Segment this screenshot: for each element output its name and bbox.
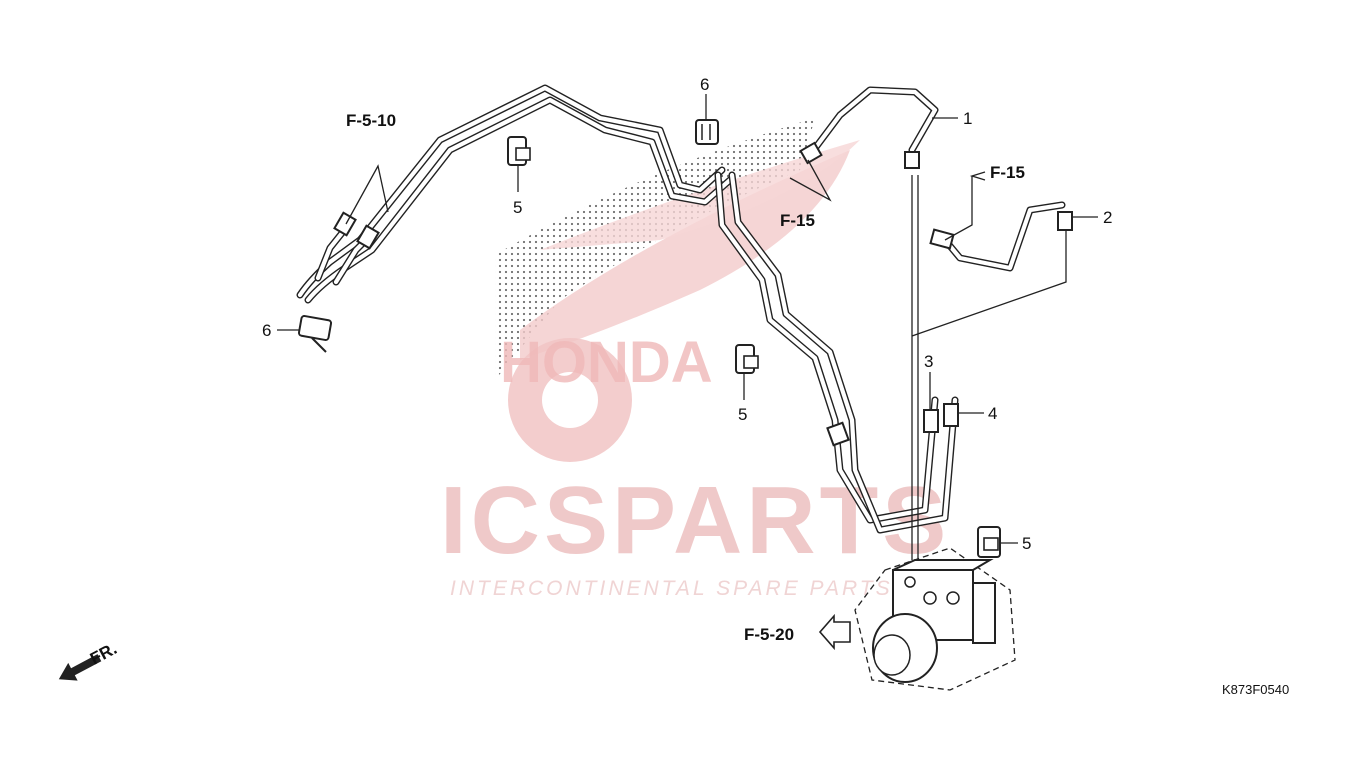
clip-6-top [695,119,719,145]
arrowhead-f15-right-icon [969,171,986,181]
brake-pipe-2 [929,201,1073,272]
ref-f-5-20[interactable]: F-5-20 [744,625,794,644]
leader-f15-center [789,159,832,202]
watermark-tagline: INTERCONTINENTAL SPARE PARTS [450,577,893,600]
leader-f510 [345,164,389,225]
callout-3: 3 [924,352,933,371]
clip-5-center [735,344,759,374]
ref-f-15-center[interactable]: F-15 [780,211,815,230]
ref-f-15-right[interactable]: F-15 [990,163,1025,182]
callout-6-left: 6 [262,321,271,340]
callout-1: 1 [963,109,972,128]
clip-5-right [977,526,1001,558]
brake-pipe-1 [799,86,939,560]
front-direction-arrow-icon [58,654,102,681]
callout-5-center: 5 [738,405,747,424]
arrow-f-5-20-icon [818,613,851,651]
callout-2: 2 [1103,208,1112,227]
abs-modulator [854,547,1016,691]
clamp-4 [943,403,959,427]
callout-5-left: 5 [513,198,522,217]
callout-5-right: 5 [1022,534,1031,553]
callout-4: 4 [988,404,997,423]
watermark-logo-text: HONDA [500,330,713,395]
callout-6-top: 6 [700,75,709,94]
clip-6-left [297,315,333,353]
clamp-3 [923,409,939,433]
ref-f-5-10[interactable]: F-5-10 [346,111,396,130]
leader-2-branch [911,230,1067,337]
leader-f15-right [944,176,973,241]
brake-pipe-front-left [296,84,734,304]
clip-5-left [507,136,531,166]
pipe-grommet [826,421,850,447]
diagram-code: K873F0540 [1222,682,1289,697]
